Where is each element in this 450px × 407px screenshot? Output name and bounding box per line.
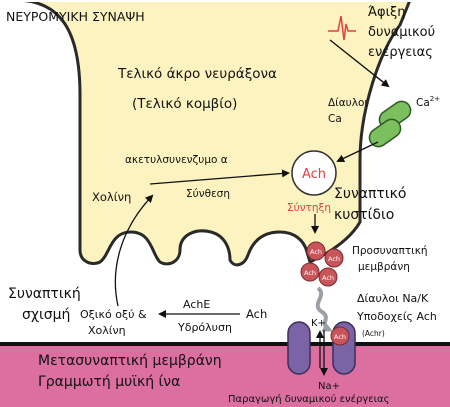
na-k-channels-label: Δίαυλοι Na/K bbox=[357, 292, 429, 305]
vesicle-label-line1: Συναπτικό bbox=[334, 186, 406, 202]
ca-channels bbox=[368, 100, 412, 148]
vesicle-ach: Ach bbox=[322, 274, 334, 282]
postsynaptic-label: Μετασυναπτική μεμβράνη bbox=[38, 353, 222, 369]
ca-ion-label: Ca2+ bbox=[416, 95, 440, 109]
synthesis-arrow bbox=[149, 169, 290, 185]
ache-label: AchE bbox=[183, 298, 210, 311]
vesicle-ach: Ach bbox=[328, 255, 340, 263]
synthesis-label: Σύνθεση bbox=[186, 188, 230, 200]
muscle-fiber-label: Γραμμωτή μυϊκή ίνα bbox=[38, 374, 180, 390]
na-plus-label: Na+ bbox=[318, 381, 340, 392]
k-plus-label: K+ bbox=[311, 318, 326, 329]
ach-receptors-label: Υποδοχείς Ach bbox=[356, 310, 437, 323]
vesicle bbox=[324, 248, 344, 268]
arrival-label-line3: ενέργειας bbox=[368, 45, 433, 60]
choline-recycle-arrow bbox=[114, 194, 154, 307]
packaging-label: Σύντηξη bbox=[287, 202, 331, 214]
axon-terminal bbox=[14, 0, 412, 267]
diagram-title: ΝΕΥΡΟΜΥΙΚΗ ΣΥΝΑΨΗ bbox=[6, 9, 145, 24]
wavy-arrow-icon bbox=[315, 286, 333, 332]
cleft-label-line2: σχισμή bbox=[22, 307, 70, 323]
products-label-line1: Οξικό οξύ & bbox=[80, 308, 147, 321]
spike-icon bbox=[328, 15, 356, 41]
vesicle-label-line2: κυστίδιο bbox=[334, 207, 394, 223]
vesicle-ach: Ach bbox=[310, 248, 322, 256]
ca-to-vesicle-arrow bbox=[336, 141, 379, 163]
achr-label: (Achr) bbox=[362, 329, 385, 338]
ca-ion-text: Ca bbox=[416, 97, 430, 109]
ca-channels-label-line1: Δίαυλοι bbox=[328, 97, 368, 109]
presynaptic-label-line1: Προσυναπτική bbox=[352, 245, 428, 257]
arrival-label-line2: δυναμικού bbox=[368, 25, 435, 40]
arrival-label-line1: Άφιξη bbox=[368, 5, 405, 20]
hydrolysis-ach-label: Ach bbox=[246, 307, 267, 321]
vesicle-cluster: Ach Ach Ach Ach bbox=[300, 241, 344, 287]
vesicle-ach: Ach bbox=[304, 269, 316, 277]
presynaptic-label-line2: μεμβράνη bbox=[358, 261, 410, 273]
products-label-line2: Χολίνη bbox=[88, 324, 126, 337]
ach-vesicle bbox=[291, 150, 337, 196]
postsynaptic-membrane-line bbox=[0, 342, 450, 346]
choline-label: Χολίνη bbox=[92, 190, 131, 204]
action-potential-label: Παραγωγή δυναμικού ενέργειας bbox=[228, 393, 390, 405]
muscle-fiber-band bbox=[0, 342, 450, 407]
enzyme-label: ακετυλσυνενζυμο α bbox=[125, 154, 228, 166]
terminal-label-line1: Τελικό άκρο νευράξονα bbox=[117, 66, 277, 82]
vesicle bbox=[306, 241, 326, 261]
vesicle bbox=[300, 262, 320, 282]
ca-channels-label-line2: Ca bbox=[328, 113, 342, 125]
vesicle bbox=[318, 267, 338, 287]
bound-ach-label: Ach bbox=[334, 333, 346, 341]
cleft-label-line1: Συναπτική bbox=[8, 286, 81, 302]
hydrolysis-label: Υδρόλυση bbox=[177, 321, 232, 334]
na-k-channel-left bbox=[287, 321, 311, 375]
bound-ach bbox=[330, 326, 350, 346]
diagonal-arrow-icon bbox=[329, 39, 390, 88]
ach-vesicle-label: Ach bbox=[302, 167, 326, 182]
ca-ion-charge: 2+ bbox=[430, 95, 440, 103]
ca-channel-lower bbox=[368, 118, 402, 148]
terminal-label-line2: (Τελικό κομβίο) bbox=[132, 96, 237, 112]
